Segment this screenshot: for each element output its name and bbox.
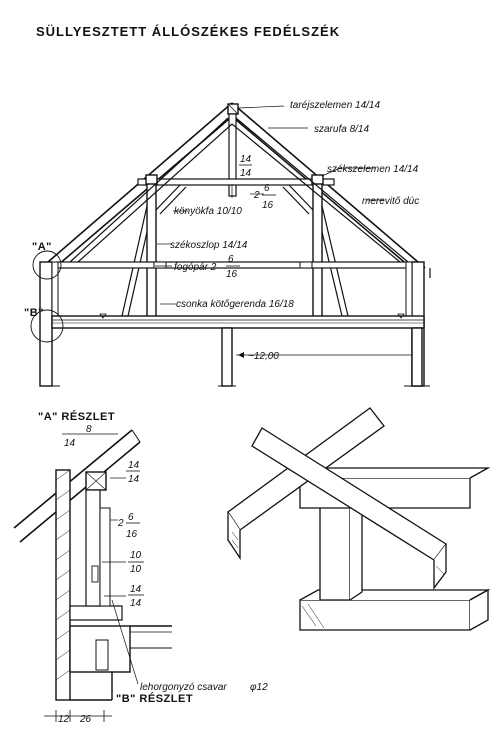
detail-a-brace-bot: 10 [130,564,142,575]
detail-a-tie-int: 2 [117,518,124,529]
label-rafter: szarufa 8/14 [314,124,369,135]
label-brace-bot: 16 [262,200,274,211]
side-purlin-right [311,174,324,185]
side-purlin-left [145,174,158,185]
interior-column-right [411,327,423,387]
detail-circle-a [32,250,62,280]
dim-ledge: 26 [79,714,92,725]
detail-a-purlin-top: 14 [128,460,140,471]
label-brace-top: 6 [264,183,270,194]
label-truncated-tie-beam: csonka kötőgerenda 16/18 [176,299,294,310]
label-kingpost-top: 14 [240,154,252,165]
queen-post-right [312,177,323,319]
detail-a-tie-bot: 16 [126,529,138,540]
king-post [228,113,237,197]
floor-slab [51,315,425,329]
detail-a-heading: "A" RÉSZLET [38,410,115,423]
detail-a-beam-bot: 14 [130,598,142,609]
detail-b-heading: "B" RÉSZLET [116,692,193,705]
lower-tie-pair [55,261,419,269]
detail-a-rafter-top: 8 [86,424,92,435]
detail-a-section: "A" RÉSZLET 8 14 [13,410,268,725]
label-tie-pair-bot: 16 [226,269,238,280]
label-tie-pair-top: 6 [228,254,234,265]
wall-left [39,261,53,387]
label-brace-int: 2 [253,190,260,201]
label-ridge-purlin: taréjszelemen 14/14 [290,100,380,111]
detail-a-purlin-bot: 14 [128,474,140,485]
label-anchor-bolt: lehorgonyzó csavar [140,682,227,693]
label-span: ~12,00 [248,351,279,362]
detail-circle-b [30,309,64,343]
truss-elevation [30,102,431,387]
isometric-joint [227,407,491,631]
upper-tie-beam [137,178,335,186]
detail-a-beam-top: 14 [130,584,142,595]
drawing-title: SÜLLYESZTETT ÁLLÓSZÉKES FEDÉLSZÉK [36,24,340,39]
detail-a-brace-top: 10 [130,550,142,561]
leader-lines [155,105,384,305]
interior-column-left [221,327,233,387]
label-stiffening-brace: merevitő dúc [362,196,419,207]
marker-detail-b: "B" [24,307,44,319]
label-side-purlin: székszelemen 14/14 [327,164,419,175]
detail-a-tie-top: 6 [128,512,134,523]
dim-wall: 12 [58,714,70,725]
label-anchor-dia: φ12 [250,682,268,693]
label-kingpost-bot: 14 [240,168,252,179]
marker-detail-a: "A" [32,241,52,253]
label-queen-post: székoszlop 14/14 [170,240,248,251]
label-tie-pair: fogópár 2 [174,262,217,273]
detail-a-rafter-bot: 14 [64,438,76,449]
label-knee-brace: könyökfa 10/10 [174,206,242,217]
